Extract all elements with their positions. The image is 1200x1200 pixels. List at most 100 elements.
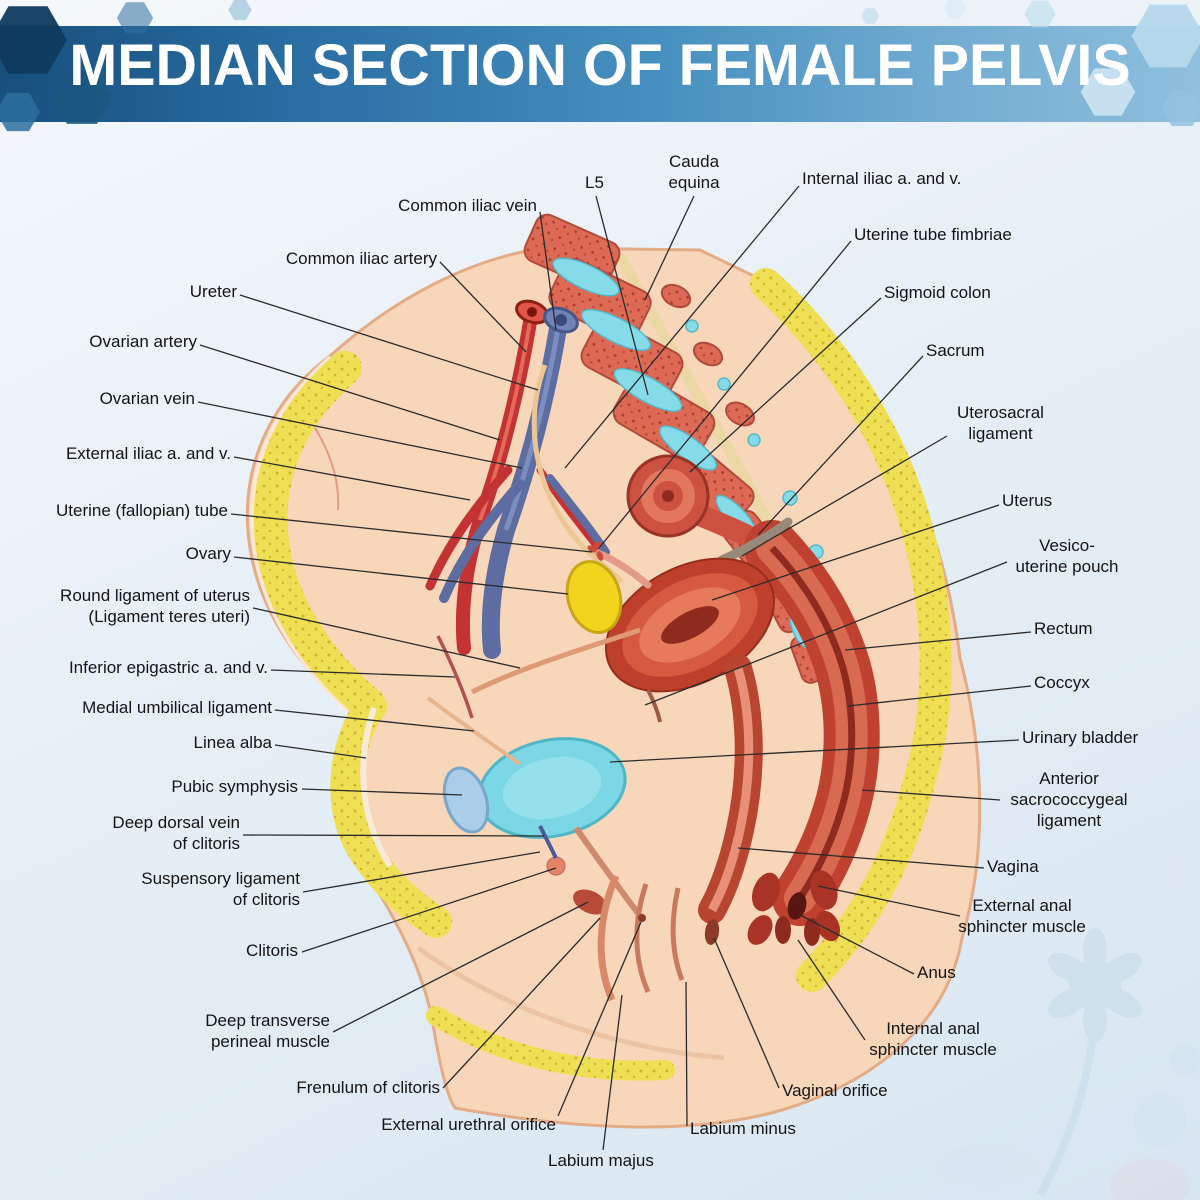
blood-vessels — [425, 299, 610, 659]
spine — [523, 213, 855, 725]
leader-line — [564, 185, 800, 469]
label-vesico-uterine-pouch: Vesico- uterine pouch — [1015, 536, 1119, 576]
label-ovarian-artery: Ovarian artery — [89, 332, 197, 351]
leader-line — [230, 513, 593, 553]
coccyx-shape — [829, 687, 855, 725]
label-cauda-equina: Cauda equina — [668, 152, 720, 192]
label-external-urethral-orifice: External urethral orifice — [381, 1115, 556, 1134]
header-band — [0, 26, 1200, 122]
label-uterus: Uterus — [1002, 491, 1053, 510]
leader-line — [274, 744, 367, 759]
label-uterosacral-ligament: Uterosacral ligament — [957, 403, 1044, 443]
leader-line — [602, 994, 623, 1151]
intervertebral-discs — [552, 257, 845, 700]
torso — [245, 246, 982, 1129]
uterus-shape — [604, 557, 776, 693]
label-uterine-tube: Uterine (fallopian) tube — [56, 501, 228, 520]
leader-line — [439, 261, 527, 353]
leader-line — [301, 788, 463, 796]
label-uterine-tube-fimbriae: Uterine tube fimbriae — [854, 225, 1012, 244]
label-medial-umbilical: Medial umbilical ligament — [82, 698, 272, 717]
perineum — [538, 825, 841, 1002]
leader-line — [539, 211, 557, 331]
leader-line — [861, 789, 1001, 801]
label-internal-iliac: Internal iliac a. and v. — [802, 169, 962, 188]
sigmoid-colon-shape — [626, 454, 783, 561]
bladder-shape — [477, 737, 643, 918]
leader-line — [801, 915, 915, 975]
ureter-shape — [531, 364, 624, 584]
label-sacrum: Sacrum — [926, 341, 985, 360]
leader-line — [737, 847, 985, 869]
cauda-equina-shape — [615, 253, 796, 580]
label-anterior-sacrococcygeal: Anterior sacrococcygeal ligament — [1010, 769, 1128, 830]
label-deep-dorsal-vein: Deep dorsal vein of clitoris — [112, 813, 240, 853]
ovary-shape — [470, 541, 652, 695]
leader-line — [197, 401, 523, 469]
leader-line — [274, 709, 475, 732]
leader-line — [199, 344, 501, 441]
label-external-iliac: External iliac a. and v. — [65, 444, 231, 463]
leader-line — [689, 297, 882, 473]
label-l5: L5 — [585, 173, 604, 192]
leader-line — [301, 867, 557, 953]
label-clitoris: Clitoris — [246, 941, 298, 960]
leader-line — [332, 901, 589, 1033]
fat-layer — [253, 268, 952, 1081]
header-banner: MEDIAN SECTION OF FEMALE PELVIS — [0, 0, 1200, 135]
label-common-iliac-artery: Common iliac artery — [285, 249, 437, 268]
leader-line — [713, 937, 780, 1089]
misc-ligaments — [360, 635, 522, 868]
leader-line — [817, 885, 961, 917]
leader-line — [644, 561, 1008, 706]
leader-line — [270, 669, 456, 678]
label-frenulum-of-clitoris: Frenulum of clitoris — [296, 1078, 440, 1097]
clitoris-shape — [546, 856, 566, 876]
rectum-shape — [744, 520, 880, 926]
page-title: MEDIAN SECTION OF FEMALE PELVIS — [69, 33, 1131, 98]
label-labium-minus: Labium minus — [690, 1119, 796, 1138]
leader-line — [797, 939, 866, 1041]
label-inferior-epigastric: Inferior epigastric a. and v. — [68, 658, 268, 677]
pubic-symphysis-shape — [442, 766, 490, 834]
leader-line — [302, 851, 541, 893]
label-rectum: Rectum — [1034, 619, 1093, 638]
leader-line — [233, 556, 569, 595]
label-ovarian-vein: Ovarian vein — [99, 389, 195, 408]
label-urinary-bladder: Urinary bladder — [1022, 728, 1139, 747]
label-anus: Anus — [917, 963, 956, 982]
uterosacral-ligament-shape — [717, 517, 793, 565]
leader-line — [598, 240, 852, 549]
leader-line — [595, 195, 649, 396]
label-coccyx: Coccyx — [1034, 673, 1090, 692]
label-common-iliac-vein: Common iliac vein — [398, 196, 537, 215]
leader-line — [442, 917, 601, 1089]
leader-line — [252, 607, 521, 669]
label-sigmoid-colon: Sigmoid colon — [884, 283, 991, 302]
leader-line — [609, 739, 1020, 763]
leader-line — [644, 195, 695, 301]
leader-line — [844, 631, 1032, 651]
label-ureter: Ureter — [189, 282, 237, 301]
label-internal-anal-sphincter: Internal anal sphincter muscle — [869, 1019, 997, 1059]
leader-line — [242, 834, 545, 837]
leader-line — [711, 504, 1000, 601]
leader-line — [685, 981, 688, 1127]
label-pubic-symphysis: Pubic symphysis — [171, 777, 298, 796]
label-deep-transverse-perineal: Deep transverse perineal muscle — [205, 1011, 330, 1051]
leader-line — [239, 294, 539, 391]
label-suspensory-ligament: Suspensory ligament of clitoris — [141, 869, 300, 909]
leader-line — [233, 456, 471, 501]
label-linea-alba: Linea alba — [193, 733, 272, 752]
leader-line — [741, 435, 948, 557]
leader-line — [757, 355, 924, 536]
label-vagina: Vagina — [987, 857, 1039, 876]
label-vaginal-orifice: Vaginal orifice — [782, 1081, 888, 1100]
leader-line — [557, 921, 642, 1117]
vagina-canal — [646, 654, 763, 924]
leader-line — [847, 685, 1032, 707]
anus-shape — [787, 892, 807, 920]
label-external-anal-sphincter: External anal sphincter muscle — [958, 896, 1086, 936]
label-labium-majus: Labium majus — [548, 1151, 654, 1170]
